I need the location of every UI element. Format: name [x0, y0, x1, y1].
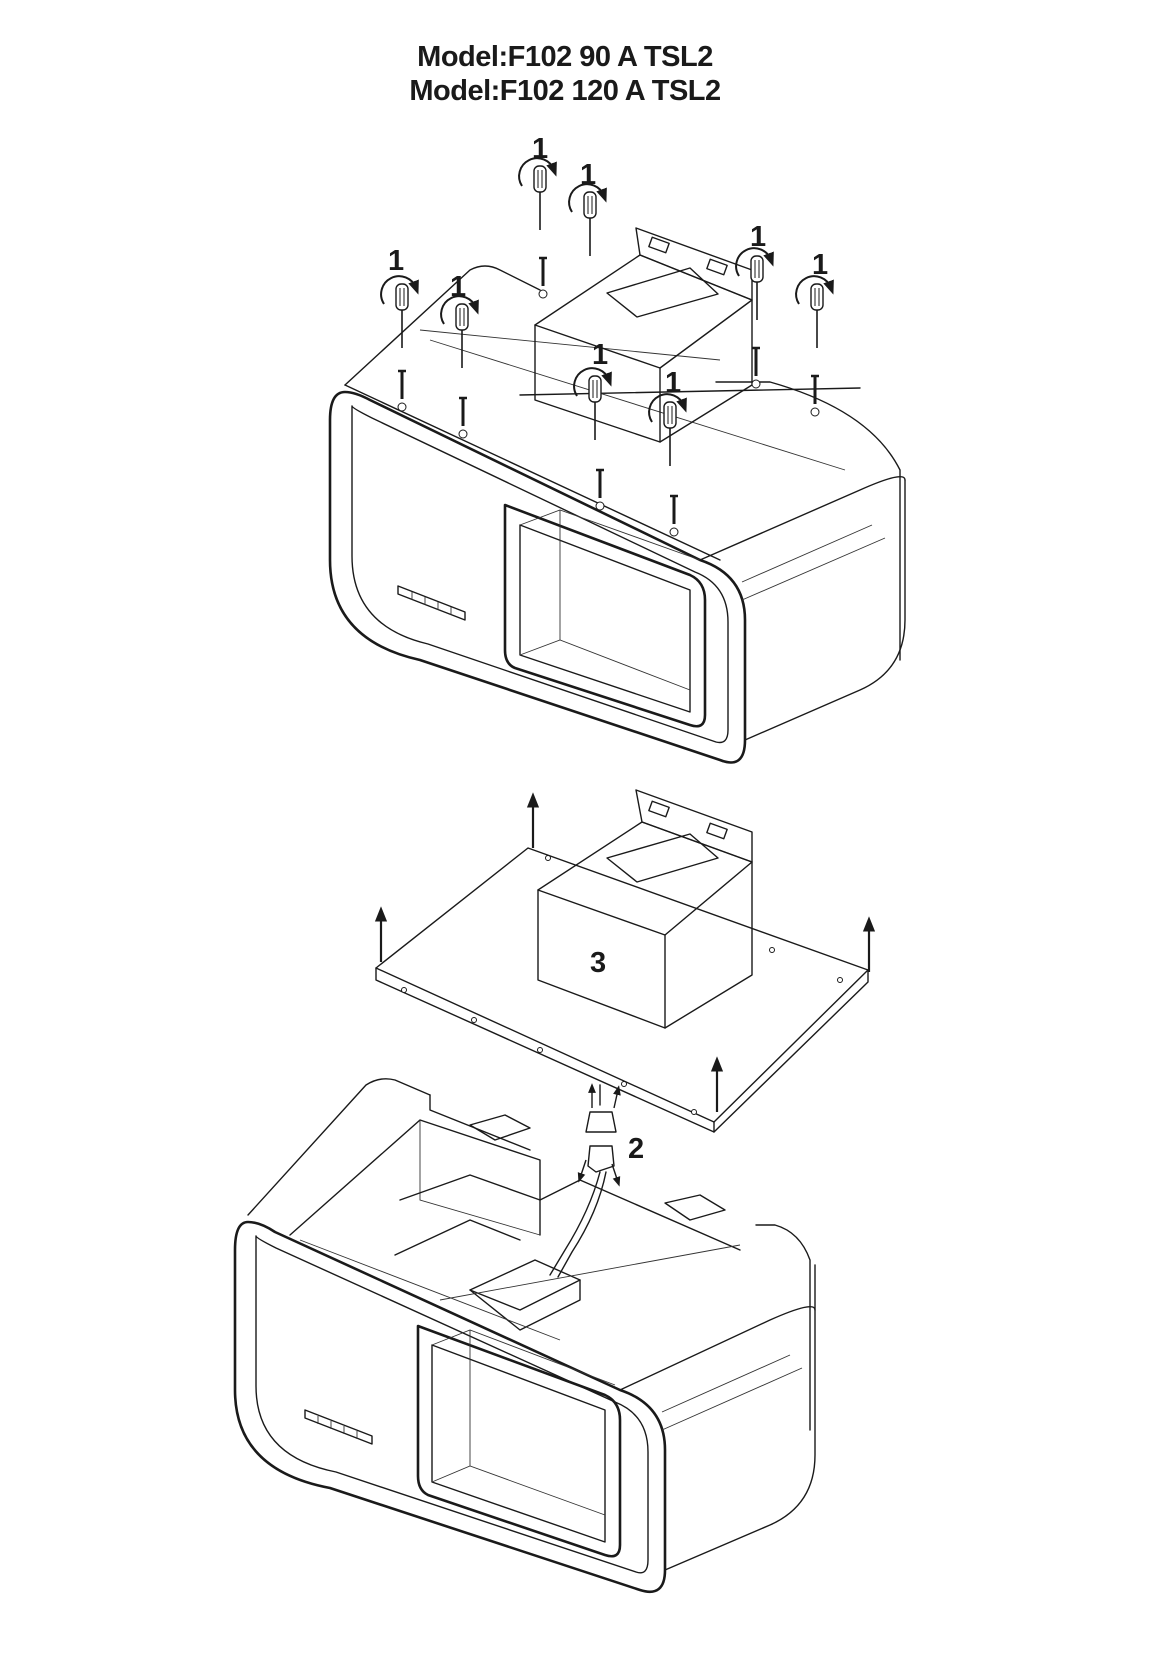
- screwdriver-icon: [574, 368, 609, 440]
- callout-screw: 1: [388, 245, 404, 277]
- screw-icon: [457, 396, 469, 440]
- callout-screw: 1: [580, 159, 596, 191]
- screw-icon: [594, 468, 606, 512]
- callout-screw: 1: [665, 367, 681, 399]
- screw-callouts: 1 1 1 1 1 1 1 1: [388, 133, 828, 399]
- screw-icon: [396, 369, 408, 413]
- hood-assembled: [328, 227, 906, 764]
- lift-arrows: [381, 800, 869, 1112]
- electrical-connector: 2: [549, 1083, 644, 1278]
- screwdriver-icon: [519, 158, 554, 230]
- screwdriver-icon: [736, 248, 771, 320]
- control-buttons: [304, 1409, 373, 1445]
- screw-icon: [750, 346, 762, 390]
- title-block: Model:F102 90 A TSL2 Model:F102 120 A TS…: [0, 40, 1130, 108]
- model-title-2: Model:F102 120 A TSL2: [409, 75, 721, 107]
- callout-screw: 1: [592, 339, 608, 371]
- callout-screw: 1: [532, 133, 548, 165]
- callout-screw: 1: [450, 271, 466, 303]
- hood-open: [233, 1078, 816, 1594]
- screwdriver-icon: [441, 296, 476, 368]
- control-buttons: [397, 585, 466, 621]
- motor-unit-plate: 3: [375, 789, 869, 1133]
- screwdriver-icon: [381, 276, 416, 348]
- callout-motor-unit: 3: [590, 947, 606, 979]
- screw-icon: [537, 256, 549, 300]
- screwdriver-icon: [796, 276, 831, 348]
- callout-screw: 1: [750, 221, 766, 253]
- callout-connector: 2: [628, 1133, 644, 1165]
- callout-screw: 1: [812, 249, 828, 281]
- model-title-1: Model:F102 90 A TSL2: [417, 41, 713, 73]
- screwdriver-icon: [569, 184, 604, 256]
- screw-icon: [668, 494, 680, 538]
